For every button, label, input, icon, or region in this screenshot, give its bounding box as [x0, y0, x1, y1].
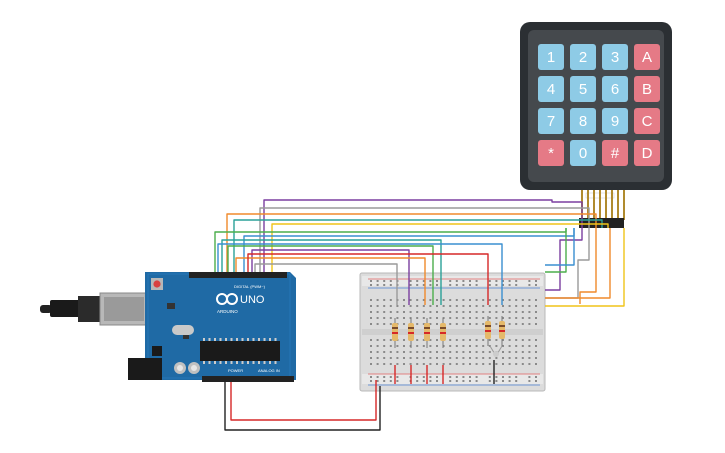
atmega-chip [200, 341, 280, 361]
wire-red-power [230, 378, 377, 421]
key-4[interactable]: 4 [538, 76, 564, 102]
key-label: 1 [547, 49, 555, 66]
key-label: # [611, 145, 620, 162]
resistor-4 [440, 318, 446, 348]
key-A[interactable]: A [634, 44, 660, 70]
key-C[interactable]: C [634, 108, 660, 134]
wire-orange-bb [235, 257, 426, 305]
wire-black-power [224, 378, 381, 431]
wire-purple-right [545, 228, 583, 291]
power-label: POWER [228, 368, 243, 373]
resistors [392, 316, 505, 348]
key-label: 6 [611, 81, 619, 98]
breadboard-holes [370, 280, 537, 382]
wire-purple-keypad [263, 199, 583, 272]
breadboard[interactable] [359, 272, 546, 392]
wire-teal-bb [221, 239, 442, 305]
key-label: 7 [547, 113, 555, 130]
wire-purple-bb [251, 249, 410, 305]
usb-port [99, 292, 149, 326]
key-label: * [548, 145, 554, 162]
key-label: 5 [579, 81, 587, 98]
wire-green-right [545, 228, 567, 273]
wire-yellow-keypad [271, 223, 609, 272]
analog-label: ANALOG IN [258, 368, 280, 373]
wire-gray-bb [254, 263, 398, 305]
key-label: B [642, 81, 652, 98]
key-*[interactable]: * [538, 140, 564, 166]
wire-yellow-right [545, 228, 625, 307]
key-B[interactable]: B [634, 76, 660, 102]
resistor-6 [499, 316, 505, 346]
digital-header [189, 272, 287, 278]
key-9[interactable]: 9 [602, 108, 628, 134]
usb-chip [152, 346, 162, 356]
key-label: A [642, 49, 652, 66]
key-label: 9 [611, 113, 619, 130]
resistor-2 [408, 318, 414, 348]
key-7[interactable]: 7 [538, 108, 564, 134]
key-label: C [642, 113, 653, 130]
key-label: 4 [547, 81, 555, 98]
piezo-buzzer [489, 345, 503, 357]
key-label: 0 [579, 145, 587, 162]
resistor-5 [485, 316, 491, 346]
key-#[interactable]: # [602, 140, 628, 166]
power-analog-header [202, 376, 294, 382]
key-8[interactable]: 8 [570, 108, 596, 134]
key-0[interactable]: 0 [570, 140, 596, 166]
wire-blue-right [545, 228, 575, 266]
digital-label: DIGITAL (PWM~) [234, 284, 266, 289]
wire-orange-keypad [226, 213, 597, 272]
key-3[interactable]: 3 [602, 44, 628, 70]
brand-label: ARDUINO [217, 309, 238, 314]
key-D[interactable]: D [634, 140, 660, 166]
arduino-uno[interactable]: UNO ARDUINO DIGITAL (PWM~) POWER ANALOG … [40, 272, 296, 382]
model-label: UNO [240, 294, 265, 306]
reset-button[interactable] [151, 278, 163, 290]
resistor-1 [392, 318, 398, 348]
chip-pins [203, 338, 277, 364]
wire-red-bb [247, 253, 489, 305]
key-6[interactable]: 6 [602, 76, 628, 102]
keypad-keys: 1 2 3 A 4 5 6 B 7 8 9 C * 0 # D [538, 44, 660, 166]
key-label: D [642, 145, 653, 162]
wire-orange-right-2 [545, 228, 611, 299]
key-label: 2 [579, 49, 587, 66]
wire-blue-bb [217, 243, 503, 305]
power-jack [128, 358, 162, 380]
key-2[interactable]: 2 [570, 44, 596, 70]
resistor-3 [424, 318, 430, 348]
arduino-logo: UNO ARDUINO [216, 293, 265, 314]
key-5[interactable]: 5 [570, 76, 596, 102]
key-label: 3 [611, 49, 619, 66]
key-label: 8 [579, 113, 587, 130]
keypad-4x4[interactable]: 1 2 3 A 4 5 6 B 7 8 9 C * 0 # D [520, 22, 672, 228]
usb-cable [40, 296, 108, 322]
crystal-oscillator [172, 325, 194, 335]
key-1[interactable]: 1 [538, 44, 564, 70]
wire-green-bb [227, 245, 434, 305]
wires [214, 199, 625, 431]
